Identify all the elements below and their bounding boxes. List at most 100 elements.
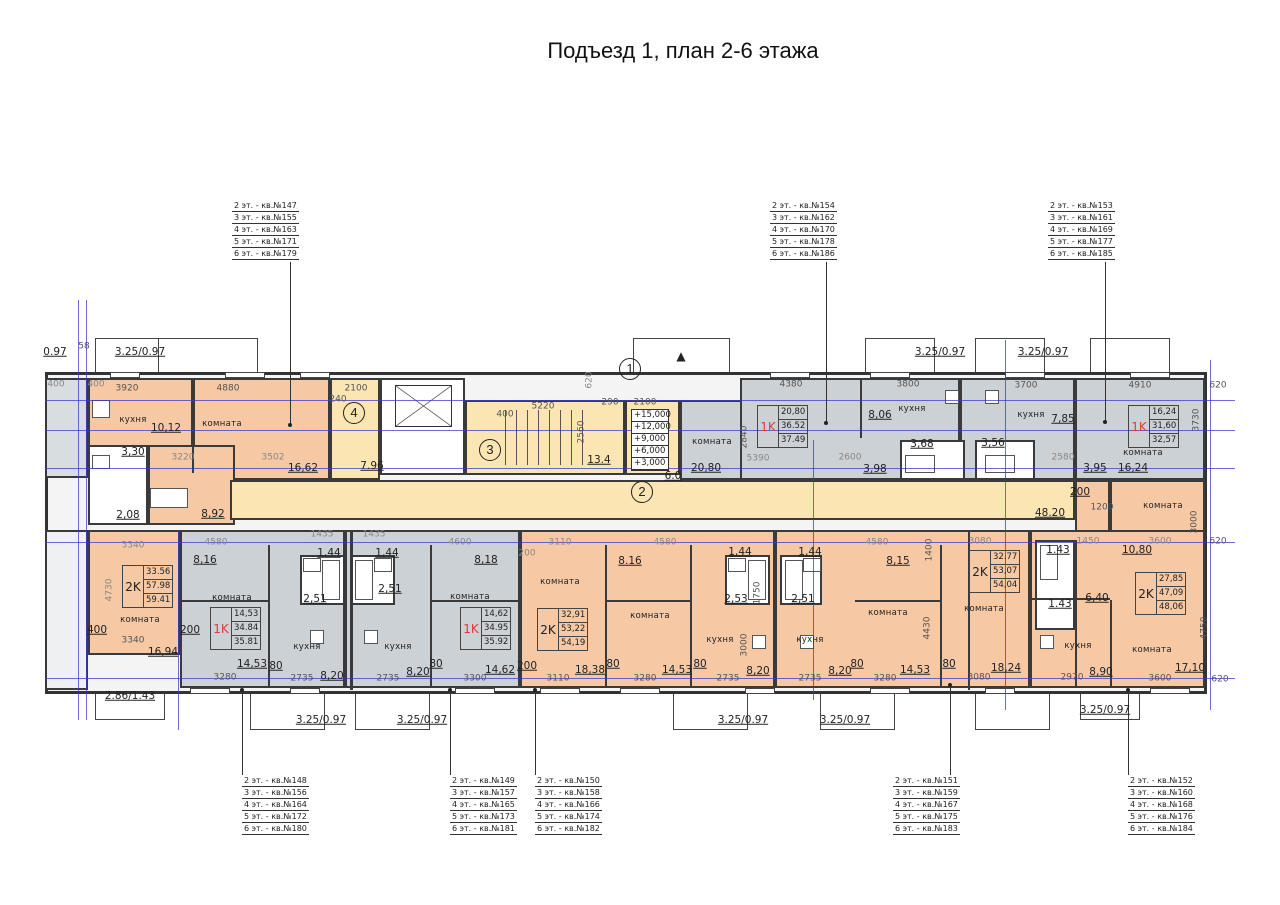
room-name: комната [964, 603, 1004, 614]
room-name: комната [868, 607, 908, 618]
room-154-living [680, 400, 750, 480]
plumbing-fixture [905, 455, 935, 473]
balcony-area: 3.25/0.97 [1079, 703, 1131, 716]
floor-apartment-label: 5 эт. - кв.№175 [893, 812, 960, 823]
axis-marker: 3 [479, 439, 501, 461]
room-name: комната [202, 418, 242, 429]
dimension: 1200 [1090, 502, 1114, 513]
room-area: 8,15 [886, 554, 910, 567]
dimension: 4910 [1128, 380, 1152, 391]
apartment-area-value: 16,24 [1150, 406, 1179, 420]
dimension: 3300 [463, 673, 487, 684]
window [745, 688, 775, 694]
axis-marker: 1 [619, 358, 641, 380]
floor-apartment-label: 6 эт. - кв.№179 [232, 249, 299, 260]
dimension: 200 [516, 659, 538, 672]
room-area: 7,85 [1051, 412, 1075, 425]
room-area: 8,20 [746, 664, 770, 677]
room-name: комната [212, 592, 252, 603]
balcony-area: 3.25/0.97 [1017, 345, 1069, 358]
window [110, 372, 140, 378]
dimension: 3080 [967, 672, 991, 683]
room-area: 14,53 [236, 657, 268, 670]
room-4 [330, 378, 380, 480]
dimension: 3600 [1148, 536, 1172, 547]
apartment-area-value: 48,06 [1159, 602, 1184, 612]
room-147-hall [148, 445, 235, 525]
leader-dot [1103, 420, 1107, 424]
apartment-area-value: 14,62 [482, 608, 511, 622]
room-area: 17,10 [1174, 661, 1206, 674]
room-area: 1,44 [728, 545, 752, 558]
floor-apartment-label: 2 эт. - кв.№148 [242, 776, 309, 787]
dimension: 2840 [739, 425, 750, 449]
window [225, 372, 265, 378]
dimension: 3340 [121, 540, 145, 551]
balcony-area: 3.25/0.97 [295, 713, 347, 726]
interior-wall [430, 600, 520, 602]
plan-title: Подъезд 1, план 2-6 этажа [547, 38, 819, 63]
dimension: 3110 [546, 673, 570, 684]
apartment-type: 2K [970, 551, 991, 592]
leader-line [826, 262, 827, 423]
grid-axis-line [45, 678, 1235, 679]
apartment-area-value: 54,19 [561, 638, 586, 648]
dimension: 80 [693, 657, 707, 670]
interior-wall [1075, 378, 1077, 480]
floor-apartment-label: 2 эт. - кв.№152 [1128, 776, 1195, 787]
room-area: 3,30 [121, 445, 145, 458]
floor-apartment-label: 4 эт. - кв.№168 [1128, 800, 1195, 811]
balcony [250, 690, 325, 730]
dimension: 80 [942, 657, 956, 670]
floor-apartment-label: 3 эт. - кв.№155 [232, 213, 299, 224]
room-area: 1.43 [1046, 543, 1070, 556]
apartment-area-value: 14,53 [232, 608, 261, 622]
interior-wall [268, 545, 270, 688]
balcony-area: 3.25/0.97 [717, 713, 769, 726]
window [455, 688, 495, 694]
dimension: 3280 [633, 673, 657, 684]
elevation-mark: +6,000 [632, 446, 668, 458]
dimension: 80 [606, 657, 620, 670]
floor-apartment-label: 4 эт. - кв.№169 [1048, 225, 1115, 236]
dimension: 3700 [1014, 380, 1038, 391]
apartment-area-value: 54,04 [993, 580, 1018, 590]
dimension: 5220 [531, 401, 555, 412]
dimension: 400 [87, 379, 105, 390]
dimension: 1435 [362, 529, 386, 540]
dimension: 3730 [1191, 408, 1202, 432]
window [1130, 372, 1170, 378]
apartment-area-value: 33.56 [144, 566, 173, 580]
room-area: 1.43 [1048, 597, 1072, 610]
leader-line [242, 690, 243, 775]
apartment-area-value: 32.77 [991, 551, 1020, 565]
dimension: 1435 [310, 529, 334, 540]
room-area: 18,24 [990, 661, 1022, 674]
interior-wall [690, 545, 692, 688]
dimension: 2580 [1051, 452, 1075, 463]
apartment-area-value: 37.49 [781, 435, 806, 445]
apartment-type: 1K [461, 608, 482, 649]
dimension: 200 [518, 548, 536, 559]
apartment-type: 2K [1136, 573, 1157, 614]
room-area: 8,20 [828, 664, 852, 677]
room-area: 10,12 [150, 421, 182, 434]
floor-apartment-label: 6 эт. - кв.№186 [770, 249, 837, 260]
dimension: 3280 [873, 673, 897, 684]
apartment-area-value: 36.52 [779, 420, 808, 434]
room-area: 8,92 [201, 507, 225, 520]
plumbing-fixture [150, 488, 188, 508]
apartment-area-value: 59.41 [146, 595, 171, 605]
window [870, 372, 910, 378]
floor-apartment-label: 4 эт. - кв.№165 [450, 800, 517, 811]
interior-wall [605, 600, 690, 602]
interior-wall [1110, 600, 1112, 688]
plumbing-fixture [803, 558, 821, 572]
plumbing-fixture [728, 558, 746, 572]
neighbor-area [45, 530, 88, 690]
